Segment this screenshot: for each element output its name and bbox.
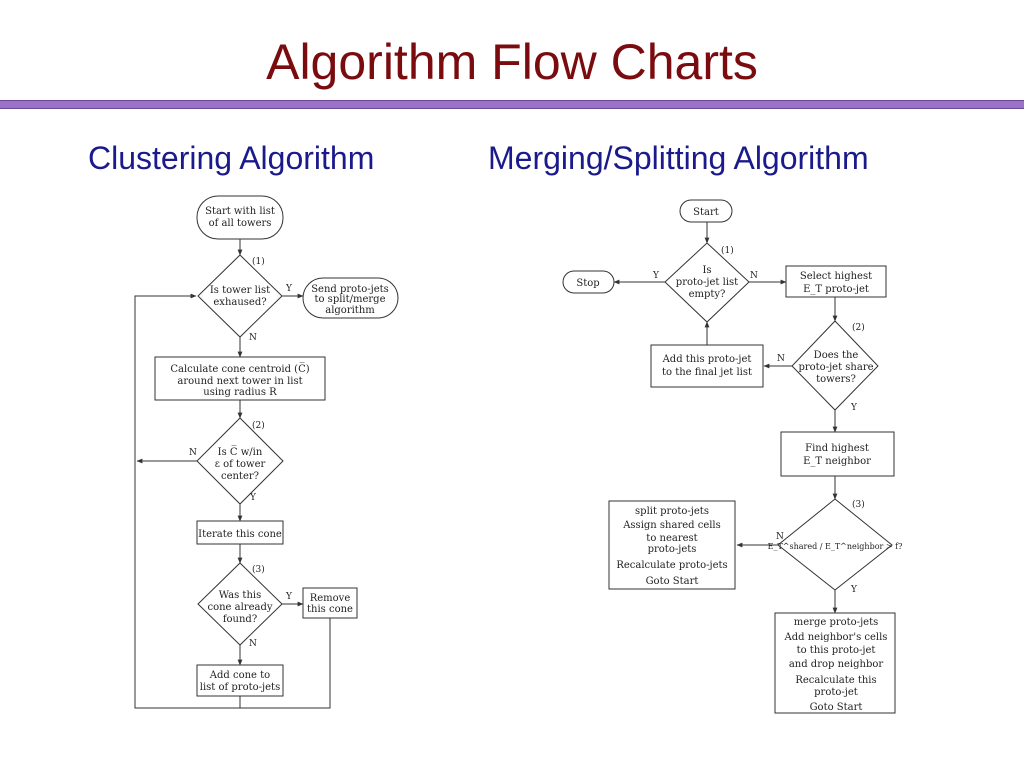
find-line-2: E_T neighbor <box>803 456 871 467</box>
split-line-2: Assign shared cells <box>622 520 721 531</box>
clustering-d3-yes: Y <box>285 592 293 602</box>
split-line-1: split proto-jets <box>635 506 709 517</box>
clustering-d2-line-2: ε of tower <box>215 459 266 470</box>
split-line-5: Recalculate proto-jets <box>616 560 727 571</box>
clustering-start-node <box>196 195 284 240</box>
merging-heading: Merging/Splitting Algorithm <box>488 140 869 176</box>
merging-flowchart: Start Is proto-jet list empty? Stop Sele… <box>562 199 903 714</box>
stop-node <box>562 270 615 294</box>
merging-d1-yes: Y <box>652 271 660 281</box>
calc-line-2: around next tower in list <box>177 376 302 387</box>
remove-cone-box <box>302 587 358 619</box>
clustering-start-line-2: of all towers <box>209 218 272 229</box>
merging-d3-condition: E_T^shared / E_T^neighbor > f? <box>768 542 903 551</box>
add-final-box <box>650 344 764 388</box>
remove-line-2: this cone <box>307 604 353 615</box>
split-box <box>608 500 736 590</box>
merging-d3-yes: Y <box>850 585 858 595</box>
merging-d2-no: N <box>777 354 785 364</box>
merging-d2-line-1: Does the <box>814 350 859 361</box>
title-divider <box>0 100 1024 109</box>
calculate-centroid-box <box>154 356 326 401</box>
clustering-d2-yes: Y <box>249 493 257 503</box>
clustering-decision-3 <box>197 562 283 646</box>
merge-line-3: to this proto-jet <box>797 645 876 656</box>
calc-line-3: using radius R <box>203 387 277 398</box>
add-cone-box <box>196 664 284 697</box>
merging-start-node <box>679 199 733 223</box>
merging-decision-3 <box>777 498 893 591</box>
merge-line-6: proto-jet <box>814 687 858 698</box>
merging-d1-no: N <box>750 271 758 281</box>
merge-line-7: Goto Start <box>810 702 863 713</box>
merge-line-1: merge proto-jets <box>794 617 878 628</box>
merging-d2-tag: (2) <box>852 322 865 333</box>
slide-title: Algorithm Flow Charts <box>266 34 758 90</box>
clustering-decision-2 <box>196 417 284 505</box>
split-line-3: to nearest <box>646 533 697 544</box>
merging-d2-line-2: proto-jet share <box>798 362 873 373</box>
merging-d3-no: N <box>776 532 784 542</box>
split-line-6: Goto Start <box>646 576 699 587</box>
merge-box <box>774 612 896 714</box>
merging-d2-line-3: towers? <box>816 374 856 385</box>
select-line-1: Select highest <box>800 271 872 282</box>
merging-d2-yes: Y <box>850 403 858 413</box>
calc-line-1: Calculate cone centroid (C̅) <box>170 363 309 375</box>
split-line-4: proto-jets <box>648 544 697 555</box>
stop-label: Stop <box>576 278 599 289</box>
merging-d1-tag: (1) <box>721 245 734 256</box>
merge-line-2: Add neighbor's cells <box>784 632 888 643</box>
merging-d1-line-1: Is <box>702 265 711 276</box>
clustering-d3-line-2: cone already <box>207 602 272 613</box>
clustering-heading: Clustering Algorithm <box>88 140 375 176</box>
clustering-d3-line-1: Was this <box>219 590 261 601</box>
clustering-d1-tag: (1) <box>252 256 265 267</box>
clustering-d2-no: N <box>189 448 197 458</box>
clustering-d3-line-3: found? <box>223 614 257 625</box>
merging-d1-line-3: empty? <box>689 289 726 300</box>
clustering-d2-line-3: center? <box>221 471 259 482</box>
merging-start-label: Start <box>693 207 719 218</box>
iterate-cone-box <box>196 520 284 545</box>
send-proto-jets-node <box>302 277 399 319</box>
add-line-2: list of proto-jets <box>200 682 280 693</box>
add-final-line-1: Add this proto-jet <box>662 354 752 365</box>
clustering-start-line-1: Start with list <box>205 206 275 217</box>
clustering-d3-no: N <box>249 639 257 649</box>
send-line-2: to split/merge <box>314 294 385 305</box>
merging-d1-line-2: proto-jet list <box>676 277 738 288</box>
clustering-decision-1 <box>197 254 283 338</box>
find-neighbor-box <box>780 431 895 477</box>
clustering-d3-tag: (3) <box>252 564 265 575</box>
select-line-2: E_T proto-jet <box>803 284 869 295</box>
remove-line-1: Remove <box>310 593 351 604</box>
select-highest-box <box>785 265 887 298</box>
clustering-d1-line-1: Is tower list <box>210 285 270 296</box>
merge-line-5: Recalculate this <box>795 675 876 686</box>
clustering-d2-tag: (2) <box>252 420 265 431</box>
clustering-d1-line-2: exhaused? <box>213 297 266 308</box>
clustering-flowchart: Start with list of all towers Is tower l… <box>134 195 399 709</box>
merging-decision-2 <box>791 320 879 411</box>
clustering-d2-line-1: Is C̅ w/in <box>218 446 263 458</box>
merging-decision-1 <box>664 242 750 323</box>
clustering-d1-no: N <box>249 333 257 343</box>
send-line-3: algorithm <box>325 305 375 316</box>
add-line-1: Add cone to <box>209 670 270 681</box>
add-final-line-2: to the final jet list <box>662 367 752 378</box>
merging-d3-tag: (3) <box>852 499 865 510</box>
send-line-1: Send proto-jets <box>311 284 389 295</box>
find-line-1: Find highest <box>805 443 869 454</box>
iterate-label: Iterate this cone <box>198 529 282 540</box>
clustering-d1-yes: Y <box>285 284 293 294</box>
merge-line-4: and drop neighbor <box>789 659 884 670</box>
